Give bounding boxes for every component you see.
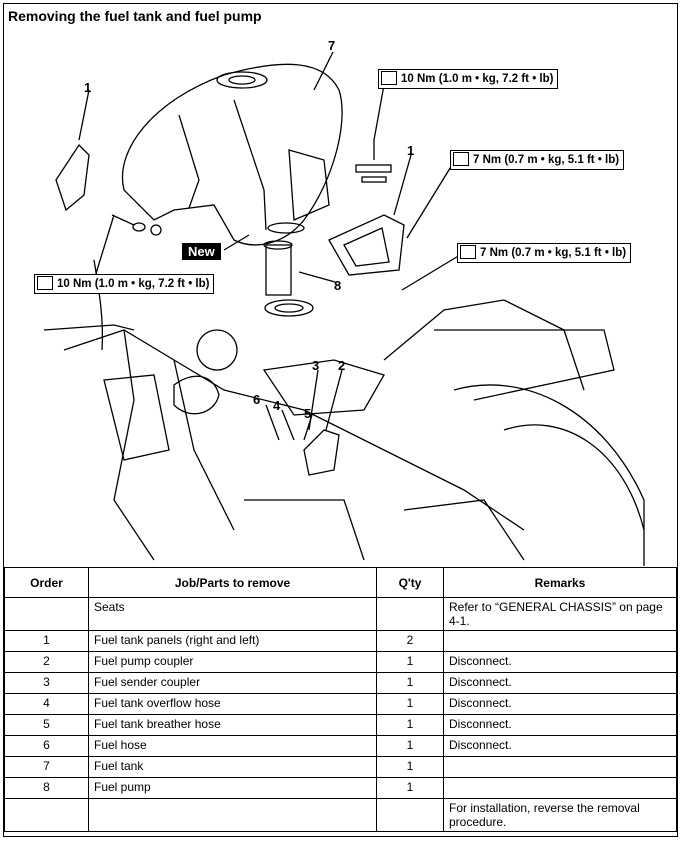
cell-qty: 1 <box>376 672 444 694</box>
cell-qty: 2 <box>376 630 444 652</box>
cell-order: 3 <box>4 672 89 694</box>
parts-table: Order Job/Parts to remove Q'ty Remarks S… <box>4 567 677 832</box>
cell-job <box>88 798 377 832</box>
diagram-drawing: 7 1 1 8 3 2 6 4 5 <box>43 38 645 566</box>
cell-remarks: Disconnect. <box>443 672 677 694</box>
wrench-icon <box>381 71 397 85</box>
cell-job: Fuel hose <box>88 735 377 757</box>
callout-2: 2 <box>338 358 345 373</box>
cell-qty: 1 <box>376 735 444 757</box>
cell-remarks <box>443 630 677 652</box>
cell-job: Fuel tank overflow hose <box>88 693 377 715</box>
callout-4: 4 <box>273 398 281 413</box>
new-part-badge: New <box>182 243 221 260</box>
cell-remarks: Refer to “GENERAL CHASSIS” on page 4-1. <box>443 597 677 631</box>
page-frame <box>3 3 678 837</box>
callout-6: 6 <box>253 392 260 407</box>
torque-spec: 7 Nm (0.7 m • kg, 5.1 ft • lb) <box>457 243 632 263</box>
cell-order: 6 <box>4 735 89 757</box>
wrench-icon <box>460 245 476 259</box>
torque-spec: 7 Nm (0.7 m • kg, 5.1 ft • lb) <box>450 150 625 170</box>
cell-job: Fuel tank <box>88 756 377 778</box>
page-title: Removing the fuel tank and fuel pump <box>8 8 262 24</box>
torque-spec: 10 Nm (1.0 m • kg, 7.2 ft • lb) <box>378 69 559 89</box>
cell-order: 7 <box>4 756 89 778</box>
cell-remarks: Disconnect. <box>443 651 677 673</box>
cell-remarks <box>443 756 677 778</box>
header-remarks: Remarks <box>443 567 677 598</box>
cell-order: 2 <box>4 651 89 673</box>
header-job: Job/Parts to remove <box>88 567 377 598</box>
cell-qty: 1 <box>376 756 444 778</box>
cell-order <box>4 597 89 631</box>
torque-spec: 10 Nm (1.0 m • kg, 7.2 ft • lb) <box>34 274 215 294</box>
cell-remarks: For installation, reverse the removal pr… <box>443 798 677 832</box>
cell-order: 5 <box>4 714 89 736</box>
cell-remarks: Disconnect. <box>443 693 677 715</box>
cell-order: 8 <box>4 777 89 799</box>
cell-qty <box>376 597 444 631</box>
cell-order: 1 <box>4 630 89 652</box>
cell-qty: 1 <box>376 777 444 799</box>
cell-remarks <box>443 777 677 799</box>
fuel-pump-shape <box>265 244 292 296</box>
table-header-row: Order Job/Parts to remove Q'ty Remarks <box>4 567 677 598</box>
table-row: Seats Refer to “GENERAL CHASSIS” on page … <box>4 597 677 631</box>
cell-job: Fuel pump <box>88 777 377 799</box>
callout-7: 7 <box>328 38 335 53</box>
cell-qty <box>376 798 444 832</box>
cell-remarks: Disconnect. <box>443 714 677 736</box>
exploded-diagram: 7 1 1 8 3 2 6 4 5 10 Nm (1.0 m • kg, 7.2… <box>4 30 677 566</box>
wrench-icon <box>37 276 53 290</box>
torque-label: 10 Nm (1.0 m • kg, 7.2 ft • lb) <box>401 73 554 85</box>
cell-qty: 1 <box>376 651 444 673</box>
table-row: For installation, reverse the removal pr… <box>4 798 677 832</box>
cell-qty: 1 <box>376 714 444 736</box>
cell-order: 4 <box>4 693 89 715</box>
wrench-icon <box>453 152 469 166</box>
callout-3: 3 <box>312 358 319 373</box>
callout-5: 5 <box>304 406 311 421</box>
cell-order <box>4 798 89 832</box>
callout-1-right: 1 <box>407 143 414 158</box>
cell-job: Fuel pump coupler <box>88 651 377 673</box>
header-order: Order <box>4 567 89 598</box>
fuel-tank-shape <box>121 63 343 246</box>
header-qty: Q'ty <box>376 567 444 598</box>
cell-job: Fuel tank breather hose <box>88 714 377 736</box>
torque-label: 10 Nm (1.0 m • kg, 7.2 ft • lb) <box>57 278 210 290</box>
callout-8: 8 <box>334 278 341 293</box>
cell-job: Seats <box>88 597 377 631</box>
torque-label: 7 Nm (0.7 m • kg, 5.1 ft • lb) <box>480 247 627 259</box>
callout-1-left: 1 <box>84 80 91 95</box>
cell-job: Fuel tank panels (right and left) <box>88 630 377 652</box>
cell-remarks: Disconnect. <box>443 735 677 757</box>
torque-label: 7 Nm (0.7 m • kg, 5.1 ft • lb) <box>473 154 620 166</box>
cell-qty: 1 <box>376 693 444 715</box>
left-panel-shape <box>55 143 90 212</box>
right-panel-shape <box>328 214 405 276</box>
cell-job: Fuel sender coupler <box>88 672 377 694</box>
